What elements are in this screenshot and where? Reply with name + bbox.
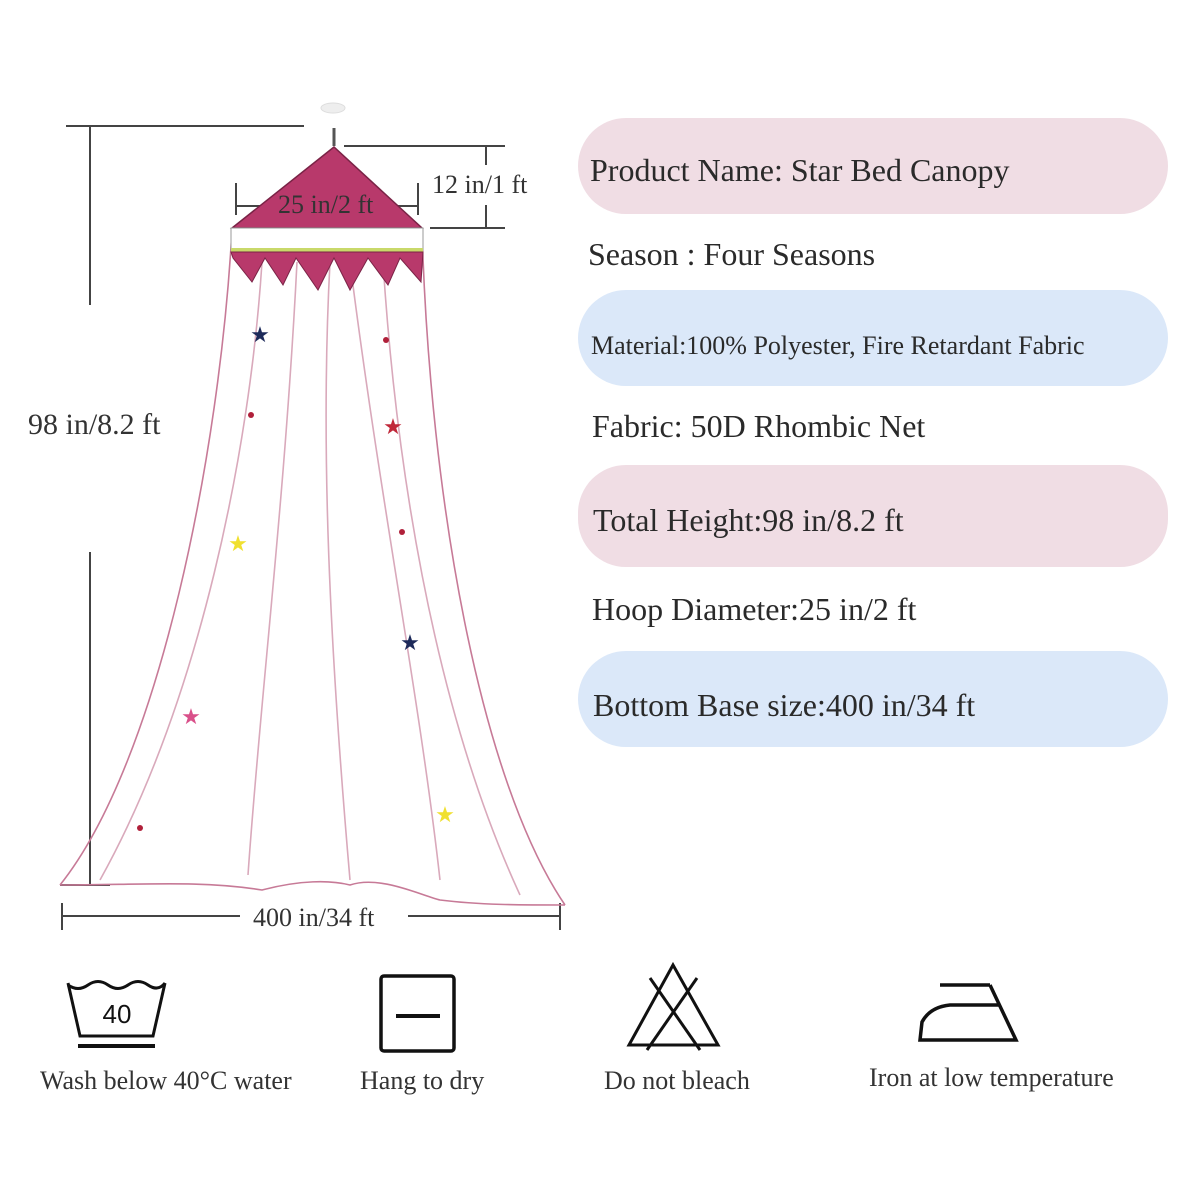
wash-temperature: 40 (103, 999, 132, 1029)
base-label: 400 in/34 ft (253, 903, 375, 932)
care-label-hang: Hang to dry (360, 1066, 485, 1095)
canopy-stars: ★ ★ ★ ★ ★ ★ (181, 322, 455, 827)
total-height-pill (578, 465, 1168, 567)
svg-text:★: ★ (435, 802, 455, 827)
season: Season : Four Seasons (588, 236, 876, 272)
top-height-label: 12 in/1 ft (432, 170, 528, 199)
total-height: Total Height:98 in/8.2 ft (593, 502, 904, 538)
canopy-illustration: ★ ★ ★ ★ ★ ★ (59, 102, 566, 930)
hang-dry-icon (379, 974, 456, 1053)
fabric: Fabric: 50D Rhombic Net (592, 408, 926, 444)
svg-text:★: ★ (181, 704, 201, 729)
height-label: 98 in/8.2 ft (28, 408, 161, 441)
product-name-pill (578, 118, 1168, 214)
bottom-base-pill (578, 651, 1168, 747)
bottom-base: Bottom Base size:400 in/34 ft (593, 687, 976, 723)
care-label-bleach: Do not bleach (604, 1066, 750, 1095)
hoop-diameter: Hoop Diameter:25 in/2 ft (592, 591, 917, 627)
do-not-bleach-icon (626, 961, 721, 1051)
svg-text:★: ★ (383, 414, 403, 439)
svg-text:★: ★ (250, 322, 270, 347)
product-name: Product Name: Star Bed Canopy (590, 152, 1010, 188)
svg-text:★: ★ (228, 531, 248, 556)
care-label-wash: Wash below 40°C water (40, 1066, 292, 1095)
canopy-net (59, 229, 566, 906)
hoop-label: 25 in/2 ft (278, 190, 374, 219)
iron-low-icon (918, 983, 1019, 1042)
material: Material:100% Polyester, Fire Retardant … (591, 331, 1085, 360)
material-pill (578, 290, 1168, 386)
svg-text:★: ★ (400, 630, 420, 655)
care-label-iron: Iron at low temperature (869, 1063, 1114, 1092)
wash-40-icon (66, 980, 167, 1048)
